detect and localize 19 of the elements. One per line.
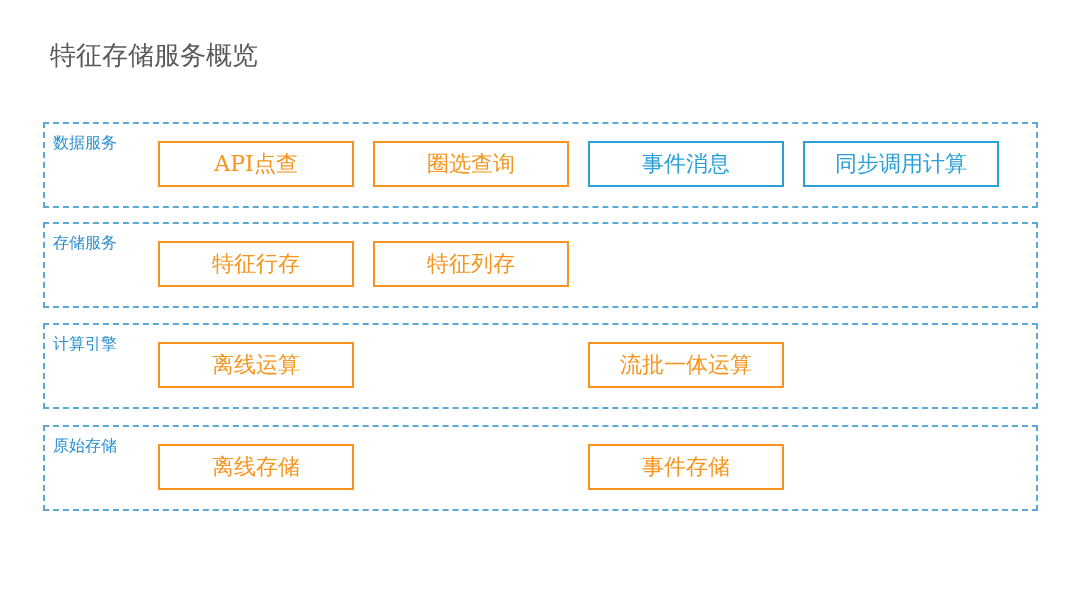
service-box: 离线存储	[158, 444, 354, 490]
service-box: 圈选查询	[373, 141, 569, 187]
service-box: API点查	[158, 141, 354, 187]
layer-title: 数据服务	[53, 133, 117, 154]
layer-title: 存储服务	[53, 233, 117, 254]
service-box: 同步调用计算	[803, 141, 999, 187]
layer-band	[43, 425, 1038, 511]
service-box: 特征行存	[158, 241, 354, 287]
service-box: 事件存储	[588, 444, 784, 490]
service-box: 特征列存	[373, 241, 569, 287]
service-box: 事件消息	[588, 141, 784, 187]
layer-title: 计算引擎	[53, 334, 117, 355]
layer-band	[43, 323, 1038, 409]
page-title: 特征存储服务概览	[50, 39, 258, 72]
service-box: 流批一体运算	[588, 342, 784, 388]
layer-band	[43, 122, 1038, 208]
service-box: 离线运算	[158, 342, 354, 388]
layer-title: 原始存储	[53, 436, 117, 457]
layer-band	[43, 222, 1038, 308]
